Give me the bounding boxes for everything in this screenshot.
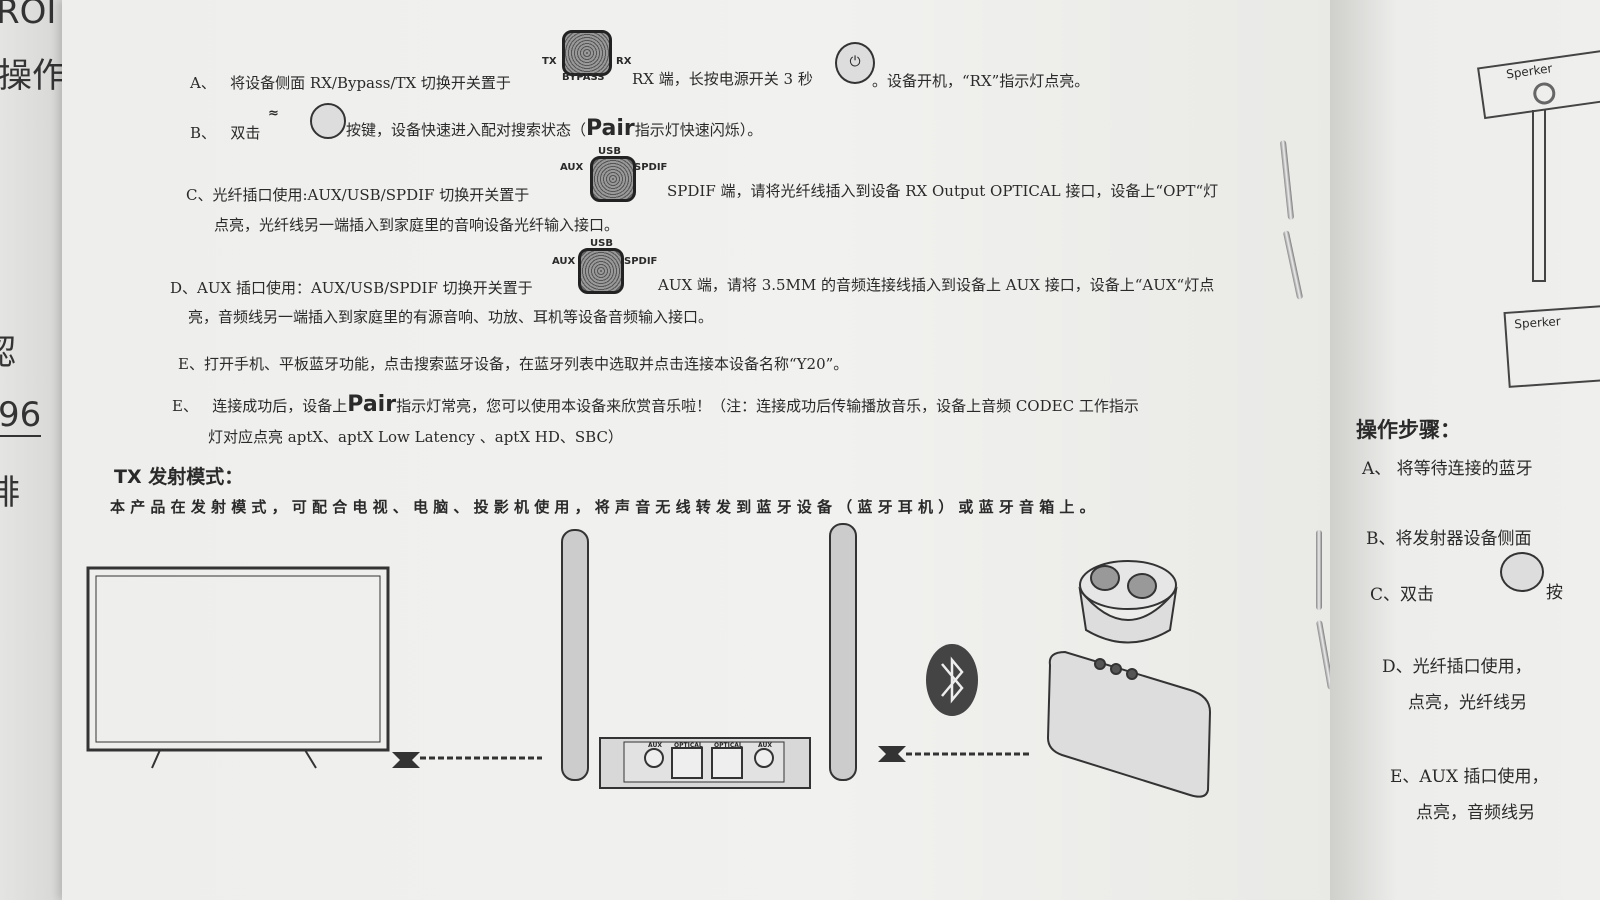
- pair-button-icon: [1500, 552, 1544, 592]
- step-b: B、 双击: [190, 124, 261, 142]
- tx-mode-heading: TX 发射模式：: [114, 466, 244, 488]
- step-a-text2: RX 端，长按电源开关 3 秒: [632, 70, 813, 88]
- step-c-line2: 点亮，光纤线另一端插入到家庭里的音响设备光纤输入接口。: [214, 216, 620, 234]
- double-tap-icon: ≈: [268, 106, 279, 121]
- step-a: A、 将设备侧面 RX/Bypass/TX 切换开关置于: [190, 72, 511, 93]
- binder-ring: [1316, 530, 1322, 610]
- step-d-line1b: AUX 端，请将 3.5MM 的音频连接线插入到设备上 AUX 接口，设备上“A…: [658, 276, 1215, 294]
- right-step: B、将发射器设备侧面: [1366, 529, 1532, 549]
- right-step: E、AUX 插口使用，: [1390, 767, 1549, 787]
- step-text: 将设备侧面 RX/Bypass/TX 切换开关置于: [230, 74, 511, 92]
- port-label-optical: OPTICAL: [674, 742, 703, 749]
- step-c-line1a: C、光纤插口使用:AUX/USB/SPDIF 切换开关置于: [186, 186, 530, 204]
- right-step: 点亮，音频线另: [1416, 803, 1535, 823]
- speaker-label: Sperker: [1513, 314, 1562, 332]
- tx-mode-description: 本产品在发射模式，可配合电视、电脑、投影机使用，将声音无线转发到蓝牙设备（蓝牙耳…: [110, 498, 1100, 516]
- page-fragment: 排: [0, 473, 20, 513]
- page-fragment: 操作: [0, 56, 66, 96]
- pair-button-icon: [310, 103, 346, 139]
- transmitter-illustration: [561, 523, 857, 789]
- step-d-line1a: D、AUX 插口使用：AUX/USB/SPDIF 切换开关置于: [170, 279, 533, 297]
- step-f-line1: E、 连接成功后，设备上Pair指示灯常亮，您可以使用本设备来欣赏音乐啦！（注：…: [172, 392, 1139, 417]
- step-a-text3: 。设备开机，“RX”指示灯点亮。: [872, 72, 1090, 90]
- previous-page: ROI 操作 認 96 排: [0, 0, 70, 900]
- page-fragment: 96: [0, 395, 42, 437]
- step-d-line2: 亮，音频线另一端插入到家庭里的有源音响、功放、耳机等设备音频输入接口。: [188, 308, 714, 326]
- page-fragment: ROI: [0, 0, 57, 32]
- port-label-optical: OPTICAL: [714, 742, 743, 749]
- step-b-text: 按键，设备快速进入配对搜索状态（Pair指示灯快速闪烁）。: [346, 116, 763, 141]
- next-page: [1330, 0, 1600, 900]
- right-step: 点亮，光纤线另: [1408, 693, 1527, 713]
- aux-usb-spdif-switch-icon: USB AUX SPDIF: [560, 146, 670, 202]
- aux-usb-spdif-switch-icon: USB AUX SPDIF: [552, 238, 662, 294]
- arrow-icon: [392, 752, 542, 768]
- audio-cable-icon: [1532, 110, 1546, 282]
- arrow-icon: [878, 746, 1032, 762]
- speaker-label: Sperker: [1505, 61, 1554, 82]
- jack-icon: [1531, 81, 1557, 106]
- right-step: C、双击: [1370, 585, 1435, 605]
- rx-bypass-tx-switch-icon: TX RX BYPASS: [540, 30, 632, 86]
- step-c-line1b: SPDIF 端，请将光纤线插入到设备 RX Output OPTICAL 接口，…: [667, 182, 1219, 200]
- operation-steps-heading: 操作步骤：: [1356, 418, 1461, 442]
- tx-mode-diagram: [86, 523, 1212, 798]
- bluetooth-icon: [926, 644, 978, 716]
- power-button-icon: ⏻: [835, 42, 875, 84]
- port-label-aux: AUX: [648, 742, 662, 749]
- step-e: E、打开手机、平板蓝牙功能，点击搜索蓝牙设备，在蓝牙列表中选取并点击连接本设备名…: [178, 355, 849, 373]
- right-step: A、 将等待连接的蓝牙: [1362, 459, 1533, 479]
- port-label-aux: AUX: [758, 742, 772, 749]
- step-label: A、: [190, 74, 216, 92]
- page-fragment: 認: [0, 325, 16, 374]
- tv-illustration: [86, 566, 390, 769]
- step-f-line2: 灯对应点亮 aptX、aptX Low Latency 、aptX HD、SBC…: [208, 428, 623, 446]
- right-step: 按: [1546, 583, 1563, 603]
- speaker-box: Sperker: [1503, 304, 1600, 388]
- earbuds-illustration: [1078, 560, 1178, 644]
- right-step: D、光纤插口使用，: [1382, 657, 1532, 677]
- speaker-illustration: [1046, 650, 1212, 798]
